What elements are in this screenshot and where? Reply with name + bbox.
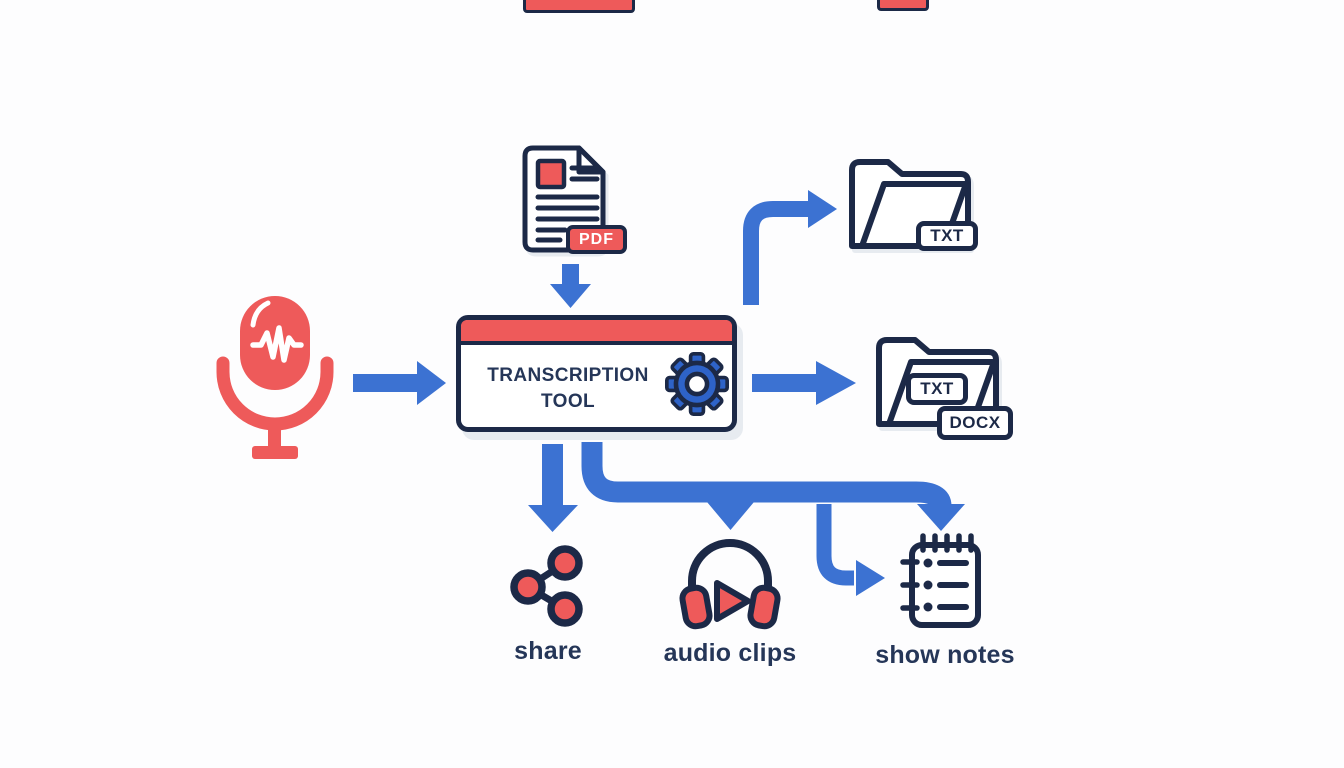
microphone-icon bbox=[216, 296, 334, 459]
txt-badge-text: TXT bbox=[930, 226, 964, 245]
arrow-tool-to-share bbox=[528, 444, 578, 532]
pdf-document: PDF bbox=[515, 140, 645, 260]
notebook-binding-left bbox=[900, 559, 920, 611]
share-icon bbox=[510, 545, 583, 627]
audio-clips-label-text: audio clips bbox=[663, 639, 797, 667]
show-notes-label-text: show notes bbox=[875, 641, 1015, 669]
gear-icon-wrap bbox=[665, 352, 729, 416]
share-label-text: share bbox=[514, 637, 582, 665]
cropped-top-shape-right bbox=[877, 0, 929, 11]
pdf-text-lines bbox=[535, 165, 600, 243]
cropped-top-shape-left bbox=[523, 0, 635, 13]
pdf-badge: PDF bbox=[566, 225, 627, 254]
arrow-pdf-to-tool bbox=[550, 264, 591, 308]
audio-clips-label: audio clips bbox=[630, 639, 830, 668]
txt-badge: TXT bbox=[906, 373, 968, 405]
transcription-tool-box: TRANSCRIPTION TOOL bbox=[456, 315, 737, 432]
arrow-tool-to-audio-and-notes bbox=[581, 442, 965, 531]
pdf-document-icon bbox=[522, 145, 606, 253]
tool-box-title-line2: TOOL bbox=[540, 391, 596, 412]
show-notes-label: show notes bbox=[845, 641, 1045, 670]
txt-docx-folder: TXT DOCX bbox=[872, 332, 1022, 447]
share-label: share bbox=[458, 637, 638, 666]
pdf-badge-text: PDF bbox=[579, 230, 614, 248]
gear-icon bbox=[665, 352, 729, 416]
docx-badge: DOCX bbox=[937, 406, 1013, 440]
notebook-list bbox=[923, 558, 969, 612]
arrow-tool-to-txt-docx-folder bbox=[752, 361, 856, 405]
docx-badge-text: DOCX bbox=[949, 413, 1001, 432]
notebook-binding-top bbox=[920, 533, 974, 553]
arrow-mic-to-tool bbox=[353, 361, 446, 405]
txt-folder: TXT bbox=[845, 155, 990, 255]
tool-box-titlebar bbox=[461, 320, 732, 345]
arrow-tool-to-txt-folder bbox=[743, 190, 837, 305]
notebook-icon bbox=[900, 533, 981, 628]
arrow-branch-to-show-notes bbox=[816, 504, 885, 596]
txt-badge: TXT bbox=[916, 221, 978, 251]
txt-badge-text: TXT bbox=[920, 379, 954, 398]
tool-box-title-line1: TRANSCRIPTION bbox=[487, 365, 649, 386]
headphones-play-icon bbox=[679, 539, 781, 630]
tool-box-title: TRANSCRIPTION TOOL bbox=[467, 363, 669, 415]
